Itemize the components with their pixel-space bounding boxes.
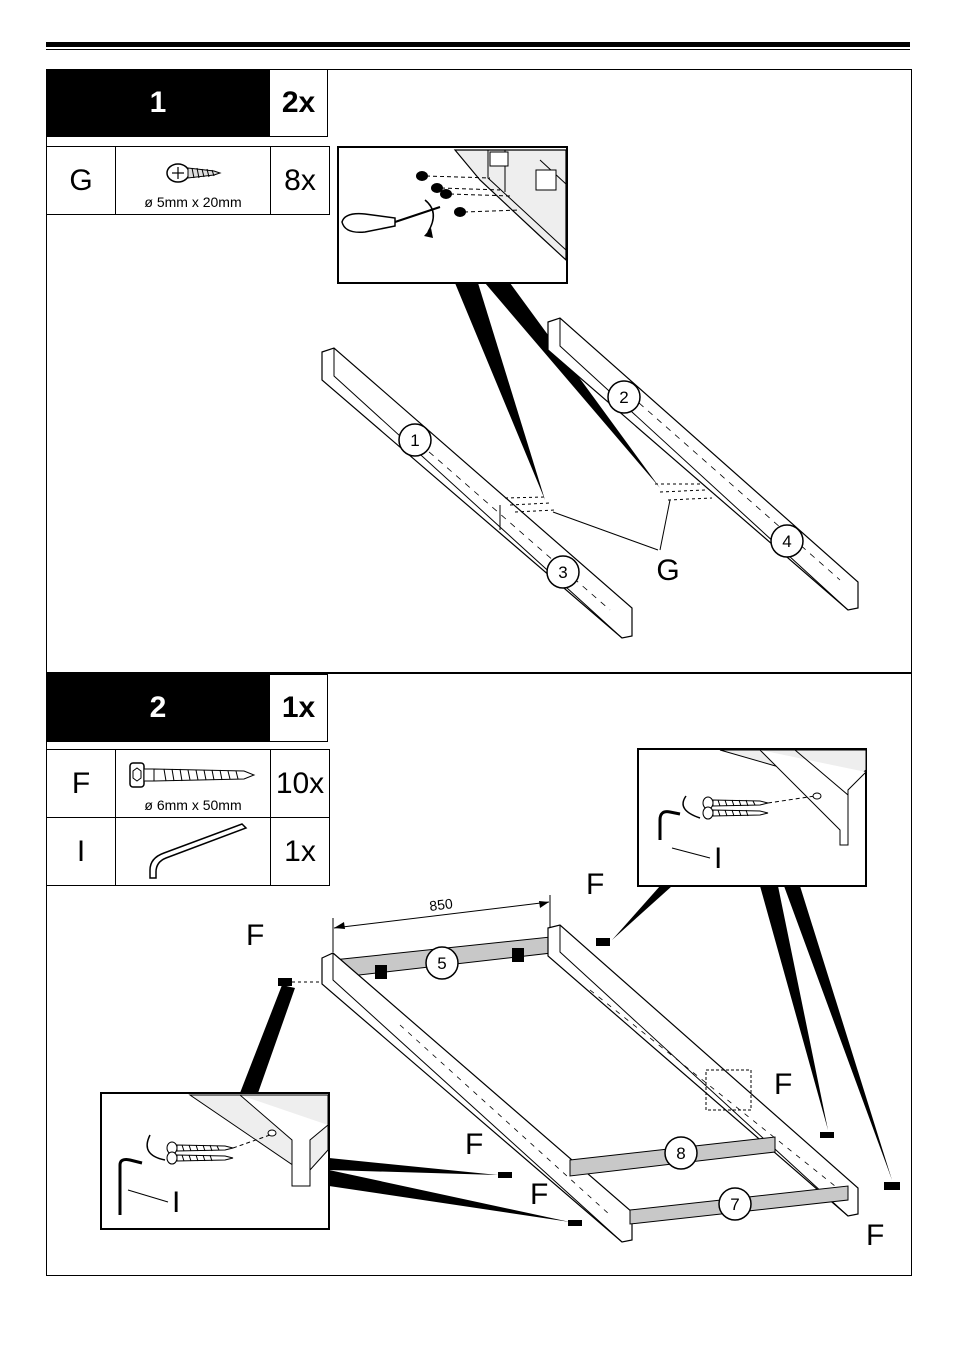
part-letter-g: G bbox=[46, 146, 116, 215]
label-g: G bbox=[656, 554, 679, 587]
bolts-detail-2a bbox=[702, 795, 816, 820]
part-picture-i bbox=[115, 817, 271, 886]
part-picture-f: ø 6mm x 50mm bbox=[115, 749, 271, 818]
frame-bolts bbox=[278, 938, 900, 1226]
part-row-g: G ø 5mm x 20mm 8x bbox=[46, 146, 330, 215]
callout-2: 2 bbox=[619, 388, 628, 407]
wood-screw-icon bbox=[166, 163, 222, 183]
callout-8: 8 bbox=[676, 1144, 685, 1163]
part-row-f: F ø 6mm x 50mm 10x bbox=[46, 749, 330, 818]
step-1-parts-table: G ø 5mm x 20mm 8x bbox=[46, 146, 330, 215]
bolts-detail-2b bbox=[166, 1134, 271, 1165]
allen-key-detail-2a bbox=[658, 795, 711, 859]
step-2-quantity: 1x bbox=[270, 674, 328, 742]
part-count-i: 1x bbox=[270, 817, 330, 886]
part-picture-g: ø 5mm x 20mm bbox=[115, 146, 271, 215]
label-f-3: F bbox=[774, 1068, 792, 1101]
header-rule-thin bbox=[46, 49, 910, 50]
callout-1: 1 bbox=[410, 431, 419, 450]
label-f-1: F bbox=[246, 919, 264, 952]
label-i-top: I bbox=[714, 842, 722, 875]
detail-beam-2a bbox=[719, 749, 867, 846]
label-f-5: F bbox=[530, 1178, 548, 1211]
detail-screws bbox=[416, 171, 521, 217]
pointer-wedge-left bbox=[455, 283, 545, 500]
callout-7: 7 bbox=[730, 1195, 739, 1214]
step-1-number: 1 bbox=[46, 69, 270, 137]
bolt-icon bbox=[129, 762, 256, 788]
step-2-parts-table: F ø 6mm x 50mm 10x I 1x bbox=[46, 749, 330, 886]
callout-circles-1 bbox=[398, 380, 804, 589]
callout-4: 4 bbox=[782, 532, 791, 551]
header-rule bbox=[46, 42, 910, 47]
part-count-g: 8x bbox=[270, 146, 330, 215]
step-1-screws bbox=[504, 483, 713, 551]
pointer-wedge-2b-low bbox=[329, 1170, 570, 1222]
allen-key-icon bbox=[149, 823, 248, 879]
part-letter-i: I bbox=[46, 817, 116, 886]
screwdriver-icon bbox=[341, 199, 441, 238]
detail-beam-2b bbox=[188, 1094, 329, 1187]
label-f-6: F bbox=[866, 1219, 884, 1252]
pointer-wedge-2a-left bbox=[612, 886, 672, 940]
callout-3: 3 bbox=[558, 563, 567, 582]
callout-5: 5 bbox=[437, 954, 446, 973]
dimension-label: 850 bbox=[428, 895, 453, 914]
pointer-wedge-right bbox=[485, 283, 660, 488]
part-letter-f: F bbox=[46, 749, 116, 818]
step-divider bbox=[46, 672, 912, 674]
dimension-850 bbox=[332, 895, 551, 952]
pointer-wedge-2b-up bbox=[240, 985, 295, 1093]
label-f-2: F bbox=[586, 868, 604, 901]
part-size-f: ø 6mm x 50mm bbox=[144, 797, 242, 813]
part-count-f: 10x bbox=[270, 749, 330, 818]
part-row-i: I 1x bbox=[46, 817, 330, 886]
label-f-4: F bbox=[465, 1128, 483, 1161]
step-1-quantity: 2x bbox=[270, 69, 328, 137]
pointer-wedge-2a-right bbox=[784, 886, 892, 1180]
label-i-bottom: I bbox=[172, 1186, 180, 1219]
pointer-wedge-2a-mid bbox=[760, 886, 828, 1130]
callout-circles-2 bbox=[425, 946, 752, 1221]
step-2-number: 2 bbox=[46, 674, 270, 742]
part-size-g: ø 5mm x 20mm bbox=[144, 194, 242, 210]
pointer-wedge-2b-mid bbox=[329, 1158, 498, 1175]
allen-key-detail-2b bbox=[118, 1134, 169, 1215]
